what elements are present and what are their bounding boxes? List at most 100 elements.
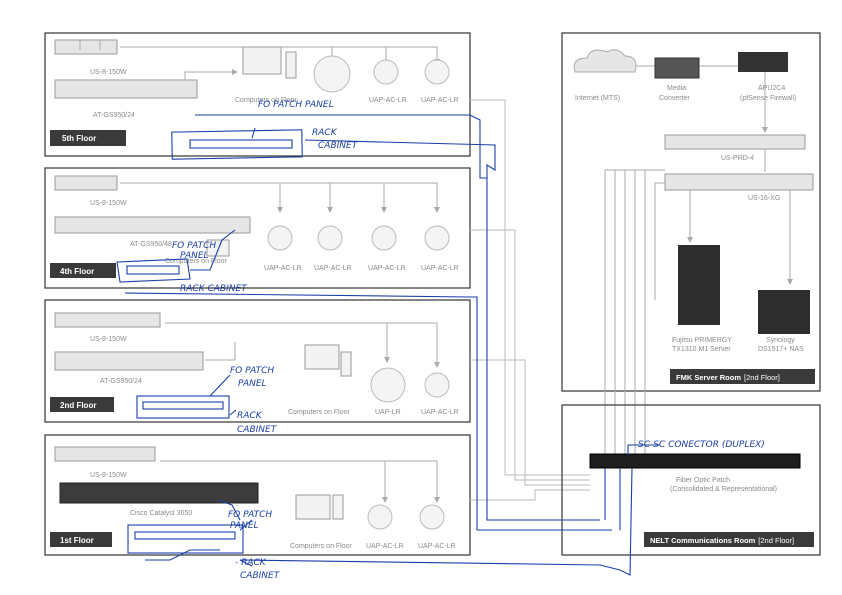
switch-label: AT-GS950/48	[130, 241, 172, 248]
xg-label: US-16-XG	[748, 195, 780, 202]
firewall-icon	[738, 52, 788, 72]
rack-note: - RACK	[235, 558, 267, 568]
rack-note-2: CABINET	[240, 571, 281, 581]
server-room-panel: Internet (MTS) Media Converter APU2C4 (p…	[561, 32, 821, 392]
computers-label: Computers on Floor	[290, 543, 353, 550]
floor-5-label: 5th Floor	[62, 134, 96, 143]
comms-room-sub: [2nd Floor]	[758, 536, 794, 545]
switch-label: US-8-150W	[90, 336, 127, 343]
comms-room-panel: Fiber Optic Patch (Consolidated & Repres…	[561, 404, 821, 556]
handwritten-text: FO PATCH PANEL RACK CABINET FO PATCH PAN…	[172, 100, 765, 581]
floor-tag	[50, 397, 114, 412]
access-point-icon	[424, 372, 450, 398]
server-icon	[678, 245, 720, 325]
fo-panel-note: FO PATCH	[172, 241, 216, 251]
computers-label: Computers on Floor	[165, 258, 228, 265]
floor-4-panel: US-8-150W AT-GS950/48 Computers on Floor…	[44, 167, 471, 289]
sc-connector-note: SC-SC CONECTOR (DUPLEX)	[638, 440, 765, 450]
floor-tag	[50, 130, 126, 146]
switch-label: US-8-150W	[90, 69, 127, 76]
switch-icon	[54, 39, 118, 55]
floor-tag	[50, 532, 112, 547]
access-point-icon	[373, 59, 399, 85]
switch-icon	[664, 173, 814, 191]
cloud-icon	[573, 49, 637, 73]
switch-icon	[54, 175, 118, 191]
ap-label: UAP-AC-LR	[421, 97, 459, 104]
switch-label: AT-GS950/24	[93, 112, 135, 119]
floor-1-label: 1st Floor	[60, 536, 94, 545]
switch-label: US-8-150W	[90, 200, 127, 207]
nas-label-2: DS1517+ NAS	[758, 346, 804, 353]
rack-note-2: CABINET	[237, 425, 278, 435]
internet-label: Internet (MTS)	[575, 95, 620, 102]
patch-label: Fiber Optic Patch	[676, 477, 730, 484]
floor-links	[470, 99, 590, 501]
ap-label: UAP-AC-LR	[421, 265, 459, 272]
access-point-icon	[267, 225, 293, 251]
fo-panel-note-2: PANEL	[230, 521, 259, 531]
switch-label: AT-GS950/24	[100, 378, 142, 385]
patch-label-2: (Consolidated & Representational)	[670, 486, 777, 493]
computers-label: Computers on Floor	[235, 97, 298, 104]
floor-2-label: 2nd Floor	[60, 401, 96, 410]
server-room-label: FMK Server Room	[676, 373, 741, 382]
fiber-links	[604, 169, 665, 460]
ap-label: UAP-AC-LR	[418, 543, 456, 550]
fo-panel-note-2: PANEL	[238, 379, 267, 389]
switch-label: US-8-150W	[90, 472, 127, 479]
media-converter-label-2: Converter	[659, 95, 690, 102]
media-converter-label: Media	[667, 85, 686, 92]
server-label: Fujitsu PRIMERGY	[672, 337, 732, 344]
firewall-label-2: (pfSense Firewall)	[740, 95, 796, 102]
floor-4-label: 4th Floor	[60, 267, 94, 276]
switch-icon	[54, 216, 251, 234]
rack-note: RACK	[312, 128, 338, 138]
nas-label: Synology	[766, 337, 795, 344]
access-point-icon	[370, 367, 406, 403]
access-point-icon	[367, 504, 393, 530]
server-room-sub: [2nd Floor]	[744, 373, 780, 382]
firewall-label: APU2C4	[758, 85, 785, 92]
handwritten-annotations	[116, 114, 660, 576]
room-tag	[644, 532, 814, 547]
nas-icon	[758, 290, 810, 334]
rack-note-2: CABINET	[318, 141, 359, 151]
access-point-icon	[313, 55, 351, 93]
ap-label: UAP-AC-LR	[368, 265, 406, 272]
floor-5-panel: US-8-150W AT-GS950/24 Computers on Floor…	[44, 32, 471, 157]
computers-label: Computers on Floor	[288, 409, 351, 416]
rack-note: RACK CABINET	[180, 284, 248, 294]
computer-icon	[242, 46, 282, 75]
switch-icon	[54, 79, 198, 99]
access-point-icon	[424, 59, 450, 85]
patch-panel-icon	[589, 453, 801, 469]
ap-label: UAP-AC-LR	[369, 97, 407, 104]
fo-panel-note: FO PATCH PANEL	[258, 100, 334, 110]
switch-icon	[664, 134, 806, 150]
switch-icon	[59, 482, 259, 504]
access-point-icon	[424, 225, 450, 251]
access-point-icon	[419, 504, 445, 530]
fo-panel-note: FO PATCH	[230, 366, 274, 376]
switch-label: Cisco Catalyst 3650	[130, 510, 192, 517]
ap-label: UAP-AC-LR	[421, 409, 459, 416]
access-point-icon	[371, 225, 397, 251]
ap-label: UAP-AC-LR	[366, 543, 404, 550]
floor-1-panel: US-8-150W Cisco Catalyst 3650 Computers …	[44, 434, 471, 556]
floor-tag	[50, 263, 116, 278]
fo-panel-note: FO PATCH	[228, 510, 272, 520]
ap-label: UAP-LR	[375, 409, 401, 416]
comms-room-label: NELT Communications Room	[650, 536, 756, 545]
server-label-2: TX1310 M1 Server	[672, 346, 731, 353]
svg-text:NELT Communications Room[2nd F: NELT Communications Room[2nd Floor]	[650, 536, 794, 545]
switch-icon	[54, 446, 156, 462]
rack-note: RACK	[237, 411, 263, 421]
ap-label: UAP-AC-LR	[264, 265, 302, 272]
fo-panel-note-2: PANEL	[180, 251, 209, 261]
svg-text:FMK Server Room[2nd Floor]: FMK Server Room[2nd Floor]	[676, 373, 780, 382]
switch-icon	[54, 351, 204, 371]
prd-label: US-PRD-4	[721, 155, 754, 162]
computer-icon	[295, 494, 331, 520]
